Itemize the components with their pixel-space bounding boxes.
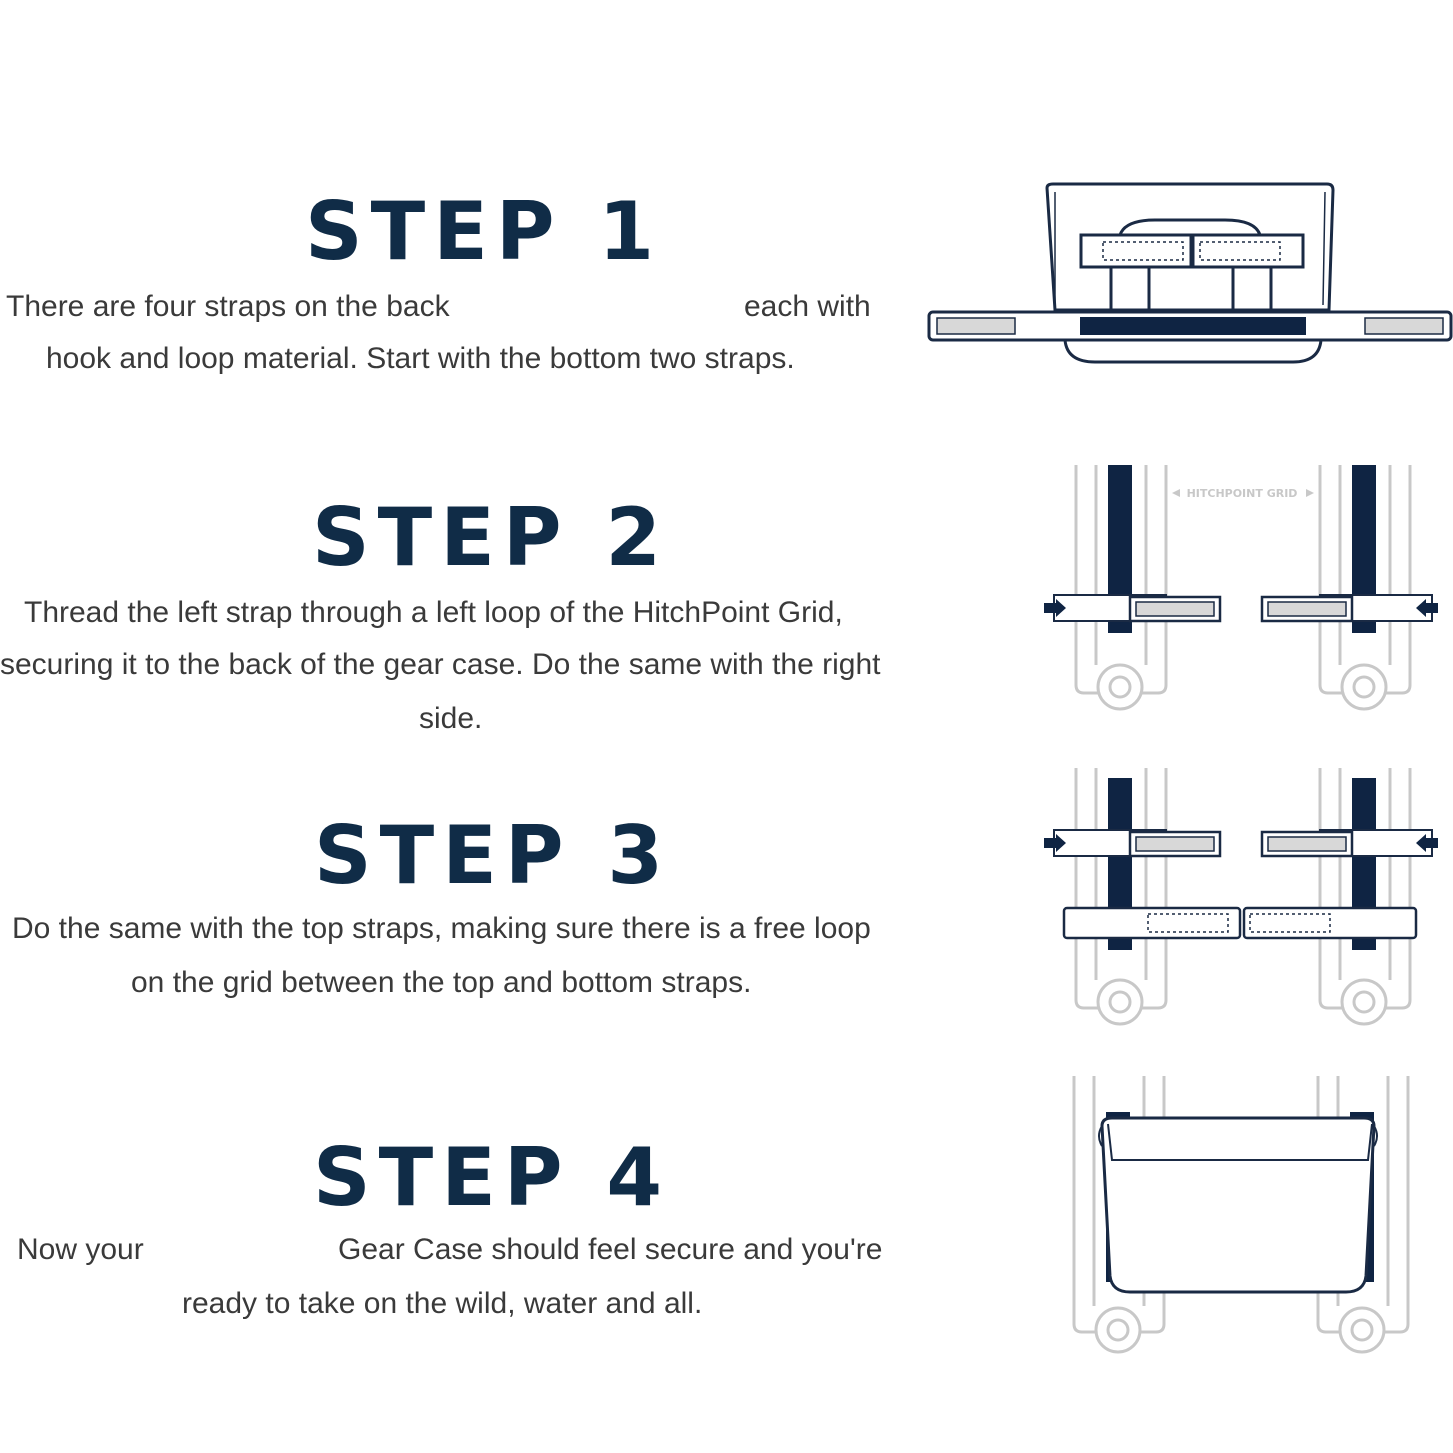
step-4-text-line-1a: Now your xyxy=(17,1233,144,1266)
gear-case-handle xyxy=(1118,218,1262,236)
step-4-text-line-1b: Gear Case should feel secure and you're xyxy=(338,1233,883,1266)
top-strap-right xyxy=(1191,233,1305,269)
step-2-text-line-2: securing it to the back of the gear case… xyxy=(0,648,881,681)
step-2-hitchpoint-grid-illustration: HITCHPOINT GRID xyxy=(1044,465,1438,711)
top-strap-left xyxy=(1079,233,1193,269)
step-3-text-line-2: on the grid between the top and bottom s… xyxy=(131,966,752,999)
bottom-strap-center xyxy=(1080,317,1306,335)
step-1-title: STEP 1 xyxy=(305,185,662,278)
gear-case-body xyxy=(1100,1116,1376,1294)
step-2-text-line-1: Thread the left strap through a left loo… xyxy=(24,596,843,629)
step-4-title: STEP 4 xyxy=(313,1131,670,1224)
step-4-text-line-2: ready to take on the wild, water and all… xyxy=(182,1287,703,1320)
step-3-hitchpoint-grid-illustration xyxy=(1044,768,1438,1026)
bottom-strap-left xyxy=(1062,906,1242,940)
hitchpoint-grid-label: HITCHPOINT GRID xyxy=(1187,487,1298,500)
arrow-right-icon xyxy=(1044,834,1066,852)
step-3-text-line-1: Do the same with the top straps, making … xyxy=(12,912,871,945)
arrow-right-icon xyxy=(1044,599,1066,617)
step-4-gear-case-mounted-illustration xyxy=(1072,1076,1410,1354)
step-2-text-line-3: side. xyxy=(419,702,483,735)
step-1-text-line-1a: There are four straps on the back xyxy=(6,290,450,323)
step-3-title: STEP 3 xyxy=(314,809,671,902)
bottom-strap-right xyxy=(1242,906,1418,940)
step-1-gear-case-illustration xyxy=(927,182,1453,364)
step-2-title: STEP 2 xyxy=(312,491,669,584)
step-1-text-line-1b: each with xyxy=(744,290,871,323)
step-1-text-line-2: hook and loop material. Start with the b… xyxy=(46,342,795,375)
arrow-left-icon xyxy=(1416,834,1438,852)
arrow-left-icon xyxy=(1416,599,1438,617)
